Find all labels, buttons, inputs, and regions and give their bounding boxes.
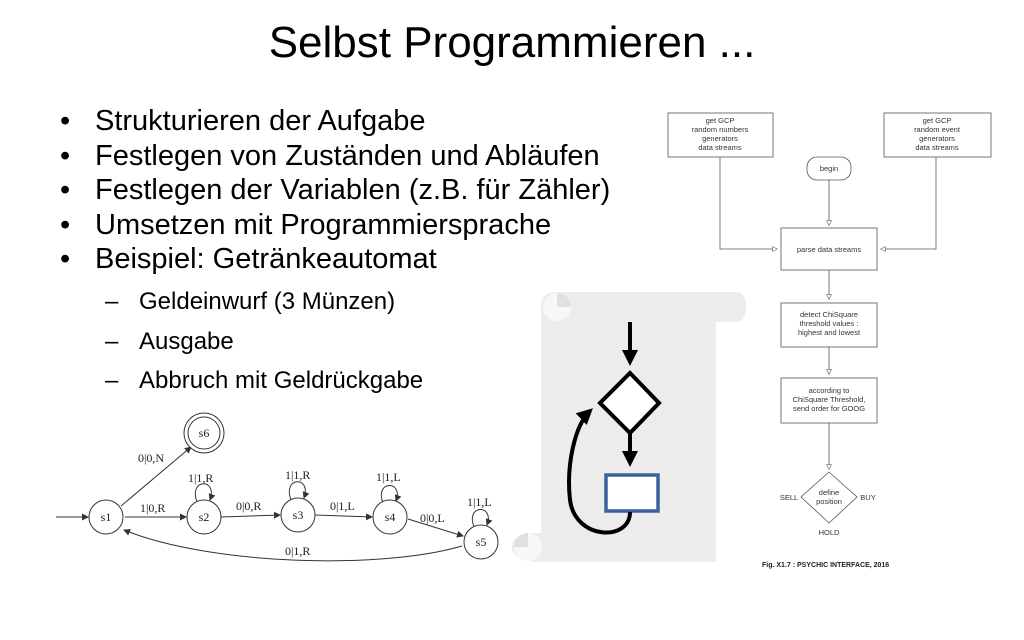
flow-node-gcp-numbers (667, 112, 774, 158)
flow-node-text: according to (809, 386, 850, 395)
slide-title: Selbst Programmieren ... (268, 18, 756, 67)
scroll-flowchart-illustration (512, 292, 746, 562)
sub-bullet-list: Geldeinwurf (3 Münzen) Ausgabe Abbruch m… (105, 282, 423, 401)
flow-node-text: generators (702, 134, 738, 143)
state-label: s1 (101, 510, 112, 524)
flow-node-text: get GCP (706, 116, 735, 125)
transition-label: 0|1,L (330, 499, 355, 513)
bullet-item: Festlegen der Variablen (z.B. für Zähler… (60, 173, 610, 208)
figure-caption: Fig. X1.7 : PSYCHIC INTERFACE, 2016 (762, 562, 889, 569)
flow-node-text: ChiSquare Threshold, (793, 395, 866, 404)
flow-node-text: parse data streams (797, 245, 861, 254)
flow-node-text: begin (820, 164, 838, 173)
process-box-icon (604, 473, 660, 513)
flow-label-buy: BUY (860, 493, 875, 502)
sub-bullet-item: Geldeinwurf (3 Münzen) (105, 282, 423, 322)
flow-node-begin (806, 156, 852, 181)
flow-node-text: threshold values : (800, 319, 859, 328)
transition-label: 1|1,R (188, 471, 213, 485)
bullet-item: Beispiel: Getränkeautomat (60, 242, 610, 277)
sub-bullet-item: Abbruch mit Geldrückgabe (105, 361, 423, 401)
flow-node-text: random numbers (692, 125, 749, 134)
sub-bullet-item: Ausgabe (105, 322, 423, 362)
flow-node-parse (780, 227, 878, 271)
state-label: s4 (385, 510, 396, 524)
state-label: s5 (476, 535, 487, 549)
state-label: s2 (199, 510, 210, 524)
transition-label: 1|1,L (467, 495, 492, 509)
flow-node-text: random event (914, 125, 961, 134)
transition-label: 1|1,R (285, 468, 310, 482)
flow-node-according (780, 377, 878, 424)
flow-node-text: position (816, 497, 842, 506)
state-label: s3 (293, 508, 304, 522)
state-machine: s1 s2 s3 s4 s5 s6 0|0,N 1|1,R 1|0,R 1|1,… (56, 412, 499, 562)
flow-node-text: send order for GOOG (793, 404, 865, 413)
flow-node-text: data streams (915, 143, 959, 152)
flow-node-text: define (819, 488, 839, 497)
transition-label: 0|0,R (236, 499, 261, 513)
flow-node-detect (780, 302, 878, 348)
bullet-item: Festlegen von Zuständen und Abläufen (60, 139, 610, 174)
transition-label: 0|0,N (138, 451, 164, 465)
flow-node-text: detect ChiSquare (800, 310, 858, 319)
transition-label: 0|0,L (420, 511, 445, 525)
bullet-item: Strukturieren der Aufgabe (60, 104, 610, 139)
state-s1 (88, 499, 124, 535)
transition-label: 1|0,R (140, 501, 165, 515)
transition-label: 0|1,R (285, 544, 310, 558)
state-s5 (463, 524, 499, 560)
transition-label: 1|1,L (376, 470, 401, 484)
state-s4 (372, 499, 408, 535)
bullet-list: Strukturieren der Aufgabe Festlegen von … (60, 104, 610, 277)
flow-node-gcp-events (883, 112, 992, 158)
state-s3 (280, 497, 316, 533)
flow-node-text: data streams (698, 143, 742, 152)
state-label: s6 (199, 426, 210, 440)
flow-node-text: generators (919, 134, 955, 143)
flow-node-text: highest and lowest (798, 328, 861, 337)
flow-node-text: get GCP (923, 116, 952, 125)
psychic-flowchart: get GCP random numbers generators data s… (667, 112, 992, 569)
state-s2 (186, 499, 222, 535)
flow-node-decision (800, 471, 858, 524)
flow-label-sell: SELL (780, 493, 798, 502)
bullet-item: Umsetzen mit Programmiersprache (60, 208, 610, 243)
flow-label-hold: HOLD (819, 528, 840, 537)
